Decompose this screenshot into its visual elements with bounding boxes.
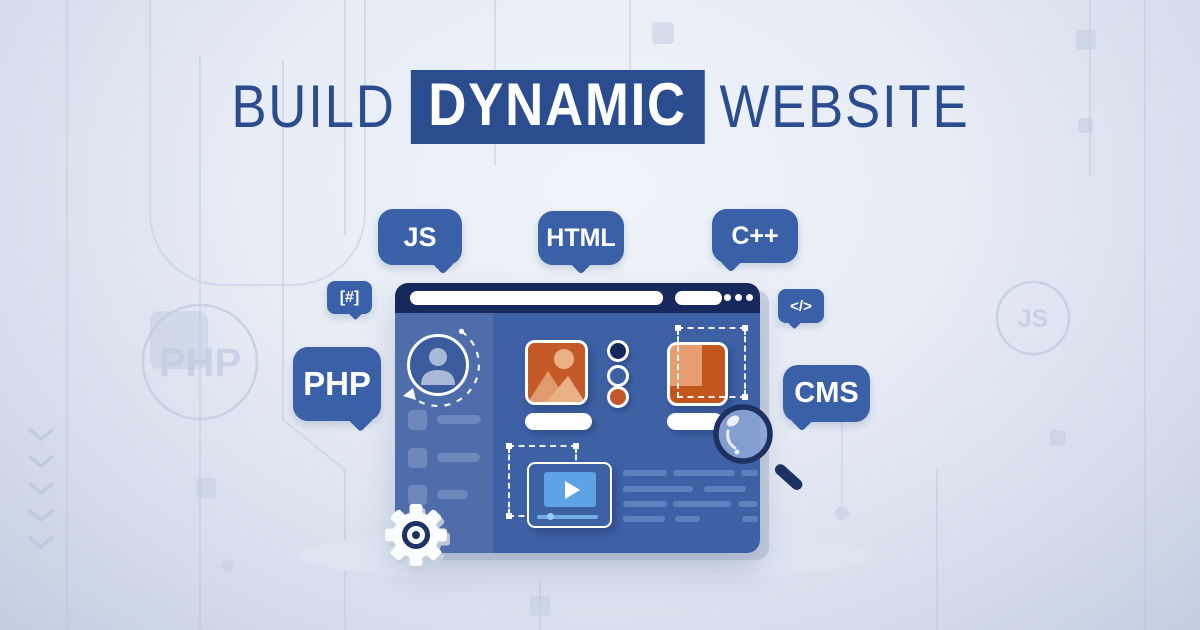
image-icon bbox=[528, 343, 585, 402]
video-player[interactable] bbox=[527, 462, 612, 528]
text-line bbox=[673, 470, 735, 476]
bubble-cpp-label: C++ bbox=[731, 221, 779, 250]
selection-handle[interactable] bbox=[675, 325, 681, 335]
bubble-php: PHP bbox=[293, 347, 381, 421]
tab-pill[interactable] bbox=[675, 291, 722, 305]
js-watermark: JS bbox=[1018, 305, 1049, 333]
bubble-code: </> bbox=[778, 289, 824, 323]
sidebar-menu-label bbox=[437, 453, 480, 462]
selection-handle[interactable] bbox=[506, 509, 512, 519]
text-line bbox=[741, 470, 758, 476]
progress-knob[interactable] bbox=[547, 513, 554, 520]
video-screen bbox=[544, 472, 596, 507]
bubble-cpp: C++ bbox=[712, 209, 798, 263]
swatch-highlight bbox=[670, 345, 702, 386]
bubble-js-label: JS bbox=[403, 221, 437, 252]
bubble-hash: [#] bbox=[327, 281, 372, 314]
browser-topbar bbox=[395, 283, 760, 313]
user-icon bbox=[421, 348, 455, 385]
title-build: BUILD bbox=[230, 73, 396, 140]
title-dynamic-highlight: DYNAMIC bbox=[410, 70, 705, 144]
caption-button[interactable] bbox=[667, 413, 723, 430]
play-icon[interactable] bbox=[564, 480, 580, 499]
selection-handle[interactable] bbox=[742, 390, 748, 400]
image-placeholder-card[interactable] bbox=[525, 340, 588, 405]
avatar-rotate-arc bbox=[403, 328, 480, 408]
bubble-hash-label: [#] bbox=[339, 288, 360, 306]
sidebar-menu-item[interactable] bbox=[408, 410, 427, 430]
text-line bbox=[623, 486, 693, 492]
radio-dot-orange[interactable] bbox=[607, 386, 629, 408]
page-title: BUILD DYNAMIC WEBSITE bbox=[0, 70, 1200, 144]
radio-dot-navy[interactable] bbox=[607, 340, 629, 362]
page-content bbox=[493, 313, 760, 553]
sidebar-menu-item[interactable] bbox=[408, 448, 427, 468]
title-website: WEBSITE bbox=[719, 73, 970, 140]
text-line bbox=[738, 501, 758, 507]
user-avatar[interactable] bbox=[407, 334, 469, 396]
bubble-js: JS bbox=[378, 209, 462, 265]
bubble-php-label: PHP bbox=[303, 365, 371, 402]
address-bar[interactable] bbox=[410, 291, 663, 305]
text-line bbox=[623, 516, 665, 522]
bubble-html-label: HTML bbox=[546, 223, 616, 252]
selection-handle[interactable] bbox=[742, 325, 748, 335]
settings-gear-icon[interactable] bbox=[381, 499, 455, 575]
sidebar-menu-label bbox=[437, 490, 468, 499]
text-line bbox=[623, 501, 667, 507]
text-line bbox=[675, 516, 700, 522]
bubble-cms-label: CMS bbox=[794, 377, 859, 409]
radio-dot-hollow[interactable] bbox=[607, 365, 629, 387]
php-watermark: PHP bbox=[159, 341, 241, 385]
bubble-cms: CMS bbox=[783, 365, 870, 422]
text-line bbox=[742, 516, 758, 522]
selection-handle[interactable] bbox=[506, 443, 512, 453]
selection-box bbox=[675, 325, 748, 400]
text-line bbox=[673, 501, 731, 507]
bubble-code-label: </> bbox=[790, 297, 812, 315]
text-line bbox=[623, 470, 667, 476]
video-progress-bar[interactable] bbox=[537, 513, 598, 520]
bubble-html: HTML bbox=[538, 211, 624, 265]
chevron-deco bbox=[28, 428, 54, 550]
sidebar-menu-item[interactable] bbox=[408, 485, 427, 505]
browser-window bbox=[395, 283, 760, 553]
magnifier-icon[interactable] bbox=[705, 396, 815, 496]
caption-button[interactable] bbox=[525, 413, 592, 430]
window-menu-dots[interactable] bbox=[724, 294, 753, 301]
sidebar-menu-label bbox=[437, 415, 481, 424]
text-line bbox=[704, 486, 746, 492]
selection-handle[interactable] bbox=[573, 443, 579, 453]
